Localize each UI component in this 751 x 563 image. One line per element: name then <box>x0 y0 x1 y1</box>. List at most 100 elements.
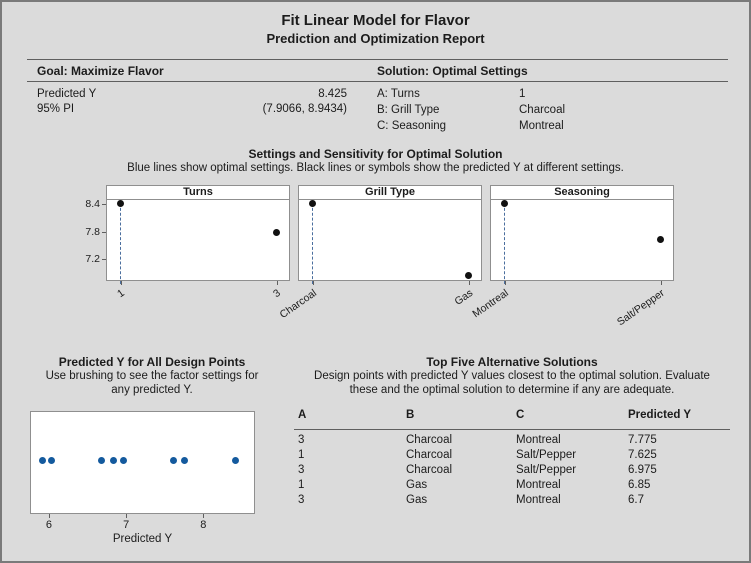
data-point[interactable] <box>273 229 280 237</box>
solution-row: C: Seasoning Montreal <box>377 120 677 136</box>
x-tick-label: 6 <box>45 519 53 531</box>
design-points-title: Predicted Y for All Design Points <box>58 355 246 369</box>
solution-row: B: Grill Type Charcoal <box>377 104 677 120</box>
table-cell: Gas <box>406 479 428 491</box>
table-row: 3 Gas Montreal 6.7 <box>294 494 730 509</box>
data-point[interactable] <box>501 199 508 207</box>
x-tick <box>277 281 278 285</box>
plot-title: Turns <box>107 186 289 200</box>
factor-label: B: Grill Type <box>377 104 440 116</box>
alternatives-title: Top Five Alternative Solutions <box>426 355 598 369</box>
x-tick-label: 7 <box>123 519 130 531</box>
data-point[interactable] <box>181 457 189 464</box>
plot-area <box>491 199 673 284</box>
data-point[interactable] <box>38 457 46 464</box>
goal-label: Predicted Y <box>37 88 97 100</box>
x-tick-label: Montreal <box>470 287 511 321</box>
divider <box>27 81 728 82</box>
data-point[interactable] <box>98 457 106 464</box>
x-tick-label: Gas <box>452 287 475 308</box>
table-cell: Charcoal <box>406 434 453 446</box>
optimal-setting-line <box>120 203 121 284</box>
table-cell: Montreal <box>516 479 561 491</box>
data-point[interactable] <box>465 271 472 279</box>
y-tick <box>102 231 106 233</box>
x-tick <box>469 281 470 285</box>
y-tick <box>102 204 106 206</box>
x-axis-label: Predicted Y <box>112 533 173 545</box>
solution-rows: A: Turns 1 B: Grill Type Charcoal C: Sea… <box>377 88 677 136</box>
table-cell: Montreal <box>516 434 561 446</box>
goal-header: Goal: Maximize Flavor <box>37 64 164 78</box>
alternatives-subtitle: Design points with predicted Y values cl… <box>314 370 710 382</box>
x-tick-label: 8 <box>200 519 207 531</box>
x-tick <box>203 514 205 518</box>
plot-area <box>107 199 289 284</box>
sensitivity-subtitle: Blue lines show optimal settings. Black … <box>127 162 624 174</box>
data-point[interactable] <box>309 199 316 207</box>
factor-label: C: Seasoning <box>377 120 447 132</box>
goal-value: 8.425 <box>318 88 347 100</box>
solution-row: A: Turns 1 <box>377 88 677 104</box>
x-tick-label: 3 <box>271 287 283 301</box>
design-points-plot: 6 7 8 <box>30 411 255 531</box>
table-cell: 1 <box>298 449 305 461</box>
table-cell: Charcoal <box>406 464 453 476</box>
goal-row: Predicted Y 8.425 <box>37 88 347 103</box>
table-cell: 6.7 <box>628 494 644 506</box>
divider <box>27 59 728 60</box>
data-point[interactable] <box>231 457 239 464</box>
goal-value: (7.9066, 8.9434) <box>262 103 347 115</box>
table-cell: 3 <box>298 464 305 476</box>
y-tick-label: 7.2 <box>85 253 100 266</box>
optimal-setting-line <box>504 203 505 284</box>
alternatives-table-header: A B C Predicted Y <box>294 409 730 421</box>
table-cell: Charcoal <box>406 449 453 461</box>
design-points-subtitle: Use brushing to see the factor settings … <box>45 370 259 382</box>
y-tick-label: 8.4 <box>85 198 100 211</box>
plot-title: Seasoning <box>491 186 673 200</box>
x-tick-label: Charcoal <box>277 287 319 321</box>
data-point[interactable] <box>48 457 56 464</box>
table-cell: 3 <box>298 434 305 446</box>
data-point[interactable] <box>110 457 118 464</box>
y-tick-label: 7.8 <box>85 225 100 238</box>
x-tick <box>313 281 314 285</box>
goal-label: 95% PI <box>37 103 75 115</box>
table-cell: Salt/Pepper <box>516 449 577 461</box>
plot-title: Grill Type <box>299 186 481 200</box>
column-header: A <box>298 409 307 421</box>
data-point[interactable] <box>117 199 124 207</box>
factor-value: 1 <box>519 88 526 100</box>
table-row: 3 Charcoal Montreal 7.775 <box>294 434 730 449</box>
sensitivity-y-axis: 8.4 7.8 7.2 <box>78 198 106 281</box>
x-tick <box>505 281 506 285</box>
alternatives-subtitle: these and the optimal solution to determ… <box>349 384 675 396</box>
table-cell: 6.975 <box>628 464 657 476</box>
design-points-subtitle: any predicted Y. <box>111 384 193 396</box>
data-point[interactable] <box>119 457 127 464</box>
table-cell: Montreal <box>516 494 561 506</box>
table-cell: Gas <box>406 494 428 506</box>
column-header: Predicted Y <box>628 409 692 421</box>
goal-row: 95% PI (7.9066, 8.9434) <box>37 103 347 118</box>
x-tick <box>48 514 50 518</box>
table-cell: 7.775 <box>628 434 657 446</box>
factor-value: Montreal <box>519 120 564 132</box>
divider <box>294 429 730 430</box>
x-tick <box>126 514 128 518</box>
factor-label: A: Turns <box>377 88 420 100</box>
optimal-setting-line <box>312 203 313 284</box>
solution-header: Solution: Optimal Settings <box>377 64 528 78</box>
table-cell: 1 <box>298 479 305 491</box>
data-point[interactable] <box>657 236 664 244</box>
x-tick <box>661 281 662 285</box>
table-cell: 3 <box>298 494 305 506</box>
data-point[interactable] <box>169 457 177 464</box>
